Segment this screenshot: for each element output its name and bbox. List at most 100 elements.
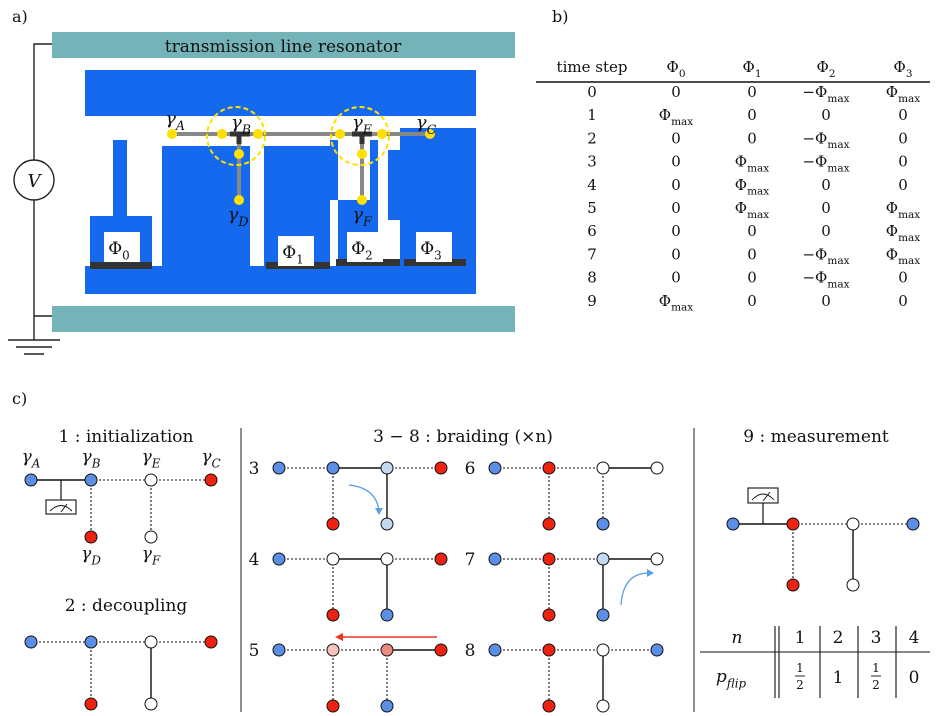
meter-needle	[60, 503, 68, 513]
majorana-node	[234, 149, 244, 159]
pflip-p-num: 1	[872, 661, 880, 675]
majorana-dot	[84, 635, 98, 649]
majorana-dot	[24, 473, 38, 487]
meter-dial	[49, 505, 73, 512]
majorana-dot	[846, 517, 860, 531]
table-cell: Φmax	[735, 199, 770, 221]
chip-region	[85, 70, 476, 116]
source-wire-bottom	[33, 200, 52, 317]
majorana-dot	[434, 643, 448, 657]
chip-region	[370, 140, 378, 200]
majorana-dot	[272, 461, 286, 475]
table-header: Φ3	[894, 58, 913, 80]
majorana-dot	[650, 461, 664, 475]
majorana-node	[335, 129, 345, 139]
majorana-network	[24, 635, 218, 711]
resonator-top	[52, 32, 515, 58]
majorana-network	[488, 552, 664, 622]
majorana-node	[357, 149, 367, 159]
flux-label-3: Φ3	[420, 239, 442, 262]
majorana-dot	[434, 552, 448, 566]
measurement-title: 9 : measurement	[743, 427, 889, 447]
voltage-source	[13, 159, 55, 201]
table-header: Φ2	[817, 58, 836, 80]
majorana-node	[377, 129, 387, 139]
table-cell: 0	[747, 245, 757, 263]
majorana-node	[253, 129, 263, 139]
chip-region	[388, 150, 400, 220]
table-cell: 0	[671, 245, 681, 263]
majorana-dot	[84, 473, 98, 487]
table-cell: 0	[898, 176, 908, 194]
majorana-dot	[380, 699, 394, 713]
table-cell: 0	[747, 129, 757, 147]
table-cell: 0	[671, 176, 681, 194]
majorana-dot	[144, 530, 158, 544]
pflip-p-value: 1	[833, 668, 844, 688]
table-cell: Φmax	[659, 292, 694, 314]
majorana-dot	[650, 552, 664, 566]
majorana-dot	[24, 635, 38, 649]
majorana-dot	[144, 697, 158, 711]
panel-label-b: b)	[552, 7, 568, 26]
majorana-dot	[596, 608, 610, 622]
majorana-network	[272, 552, 448, 622]
table-cell: Φmax	[735, 153, 770, 175]
table-cell: 3	[587, 153, 597, 171]
table-cell: 5	[587, 199, 597, 217]
table-cell: Φmax	[886, 83, 921, 105]
braid-arrowhead	[375, 508, 383, 515]
table-cell: −Φmax	[802, 83, 849, 105]
majorana-network	[272, 461, 448, 531]
table-cell: 9	[587, 292, 597, 310]
pflip-n-value: 3	[871, 628, 882, 648]
meter-dial	[751, 493, 775, 501]
network-gamma-F: γF	[142, 544, 161, 567]
gamma-label-E: γE	[352, 112, 372, 137]
majorana-node	[217, 129, 227, 139]
majorana-dot	[488, 643, 502, 657]
table-cell: Φmax	[886, 199, 921, 221]
majorana-dot	[326, 699, 340, 713]
network-gamma-A: γA	[22, 447, 41, 470]
table-cell: 0	[898, 292, 908, 310]
table-header: Φ1	[743, 58, 762, 80]
majorana-node	[357, 195, 367, 205]
table-cell: 0	[671, 83, 681, 101]
source-wire-top	[33, 43, 52, 160]
resonator-label: transmission line resonator	[165, 37, 402, 57]
majorana-dot	[380, 461, 394, 475]
majorana-network	[488, 643, 664, 713]
majorana-dot	[596, 461, 610, 475]
flux-label-2: Φ2	[351, 239, 373, 262]
majorana-dot	[542, 699, 556, 713]
init-title: 1 : initialization	[59, 427, 194, 447]
table-cell: 0	[747, 106, 757, 124]
table-cell: 0	[898, 269, 908, 287]
step-number-4: 4	[249, 550, 260, 570]
majorana-dot	[542, 643, 556, 657]
table-cell: 1	[587, 106, 597, 124]
table-cell: 0	[747, 83, 757, 101]
chip-region	[113, 140, 127, 216]
braid-arrowhead	[335, 633, 343, 641]
step-number-5: 5	[249, 641, 260, 661]
braid-arrowhead	[647, 569, 654, 577]
meter-icon	[747, 487, 779, 504]
table-header: time step	[557, 58, 628, 76]
table-cell: 0	[898, 129, 908, 147]
majorana-node	[234, 195, 244, 205]
pflip-n-value: 2	[833, 628, 844, 648]
majorana-dot	[380, 517, 394, 531]
chip-region	[330, 140, 338, 200]
majorana-dot	[786, 517, 800, 531]
majorana-dot	[906, 517, 920, 531]
table-cell: 0	[671, 269, 681, 287]
table-cell: 0	[821, 222, 831, 240]
majorana-node	[425, 129, 435, 139]
step-number-8: 8	[465, 641, 476, 661]
majorana-dot	[650, 643, 664, 657]
